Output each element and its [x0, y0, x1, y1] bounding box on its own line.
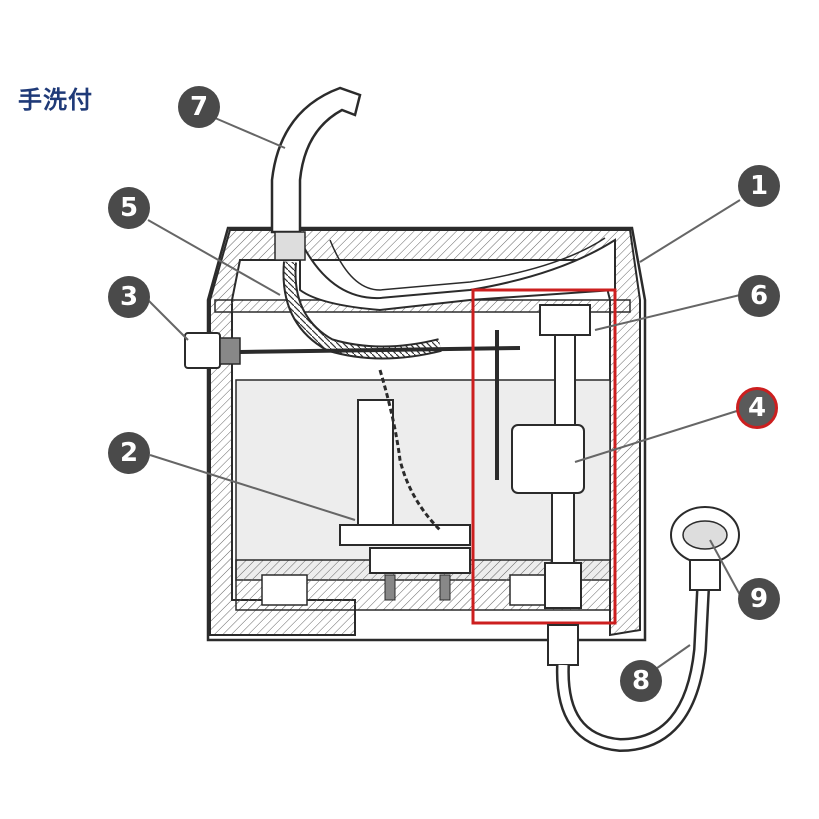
- flush-valve: [339, 399, 471, 601]
- callout-5: 5: [108, 187, 150, 229]
- callout-7: 7: [178, 86, 220, 128]
- callout-2: 2: [108, 432, 150, 474]
- fill-valve: [495, 304, 591, 609]
- callout-8: 8: [620, 660, 662, 702]
- hand-wash-basin: [299, 237, 616, 312]
- faucet-spout: [270, 86, 362, 261]
- tank-body: [206, 226, 647, 642]
- callout-9: 9: [738, 578, 780, 620]
- callout-4: 4: [736, 387, 778, 429]
- callout-3: 3: [108, 276, 150, 318]
- lever-handle: [184, 332, 521, 369]
- flush-chain: [378, 369, 442, 532]
- diagram-title: 手洗付: [18, 86, 93, 114]
- supply-hose: [547, 589, 710, 753]
- fill-valve-highlight-box: [471, 288, 617, 625]
- callout-1: 1: [738, 165, 780, 207]
- stop-valve: [670, 506, 740, 591]
- callout-6: 6: [738, 275, 780, 317]
